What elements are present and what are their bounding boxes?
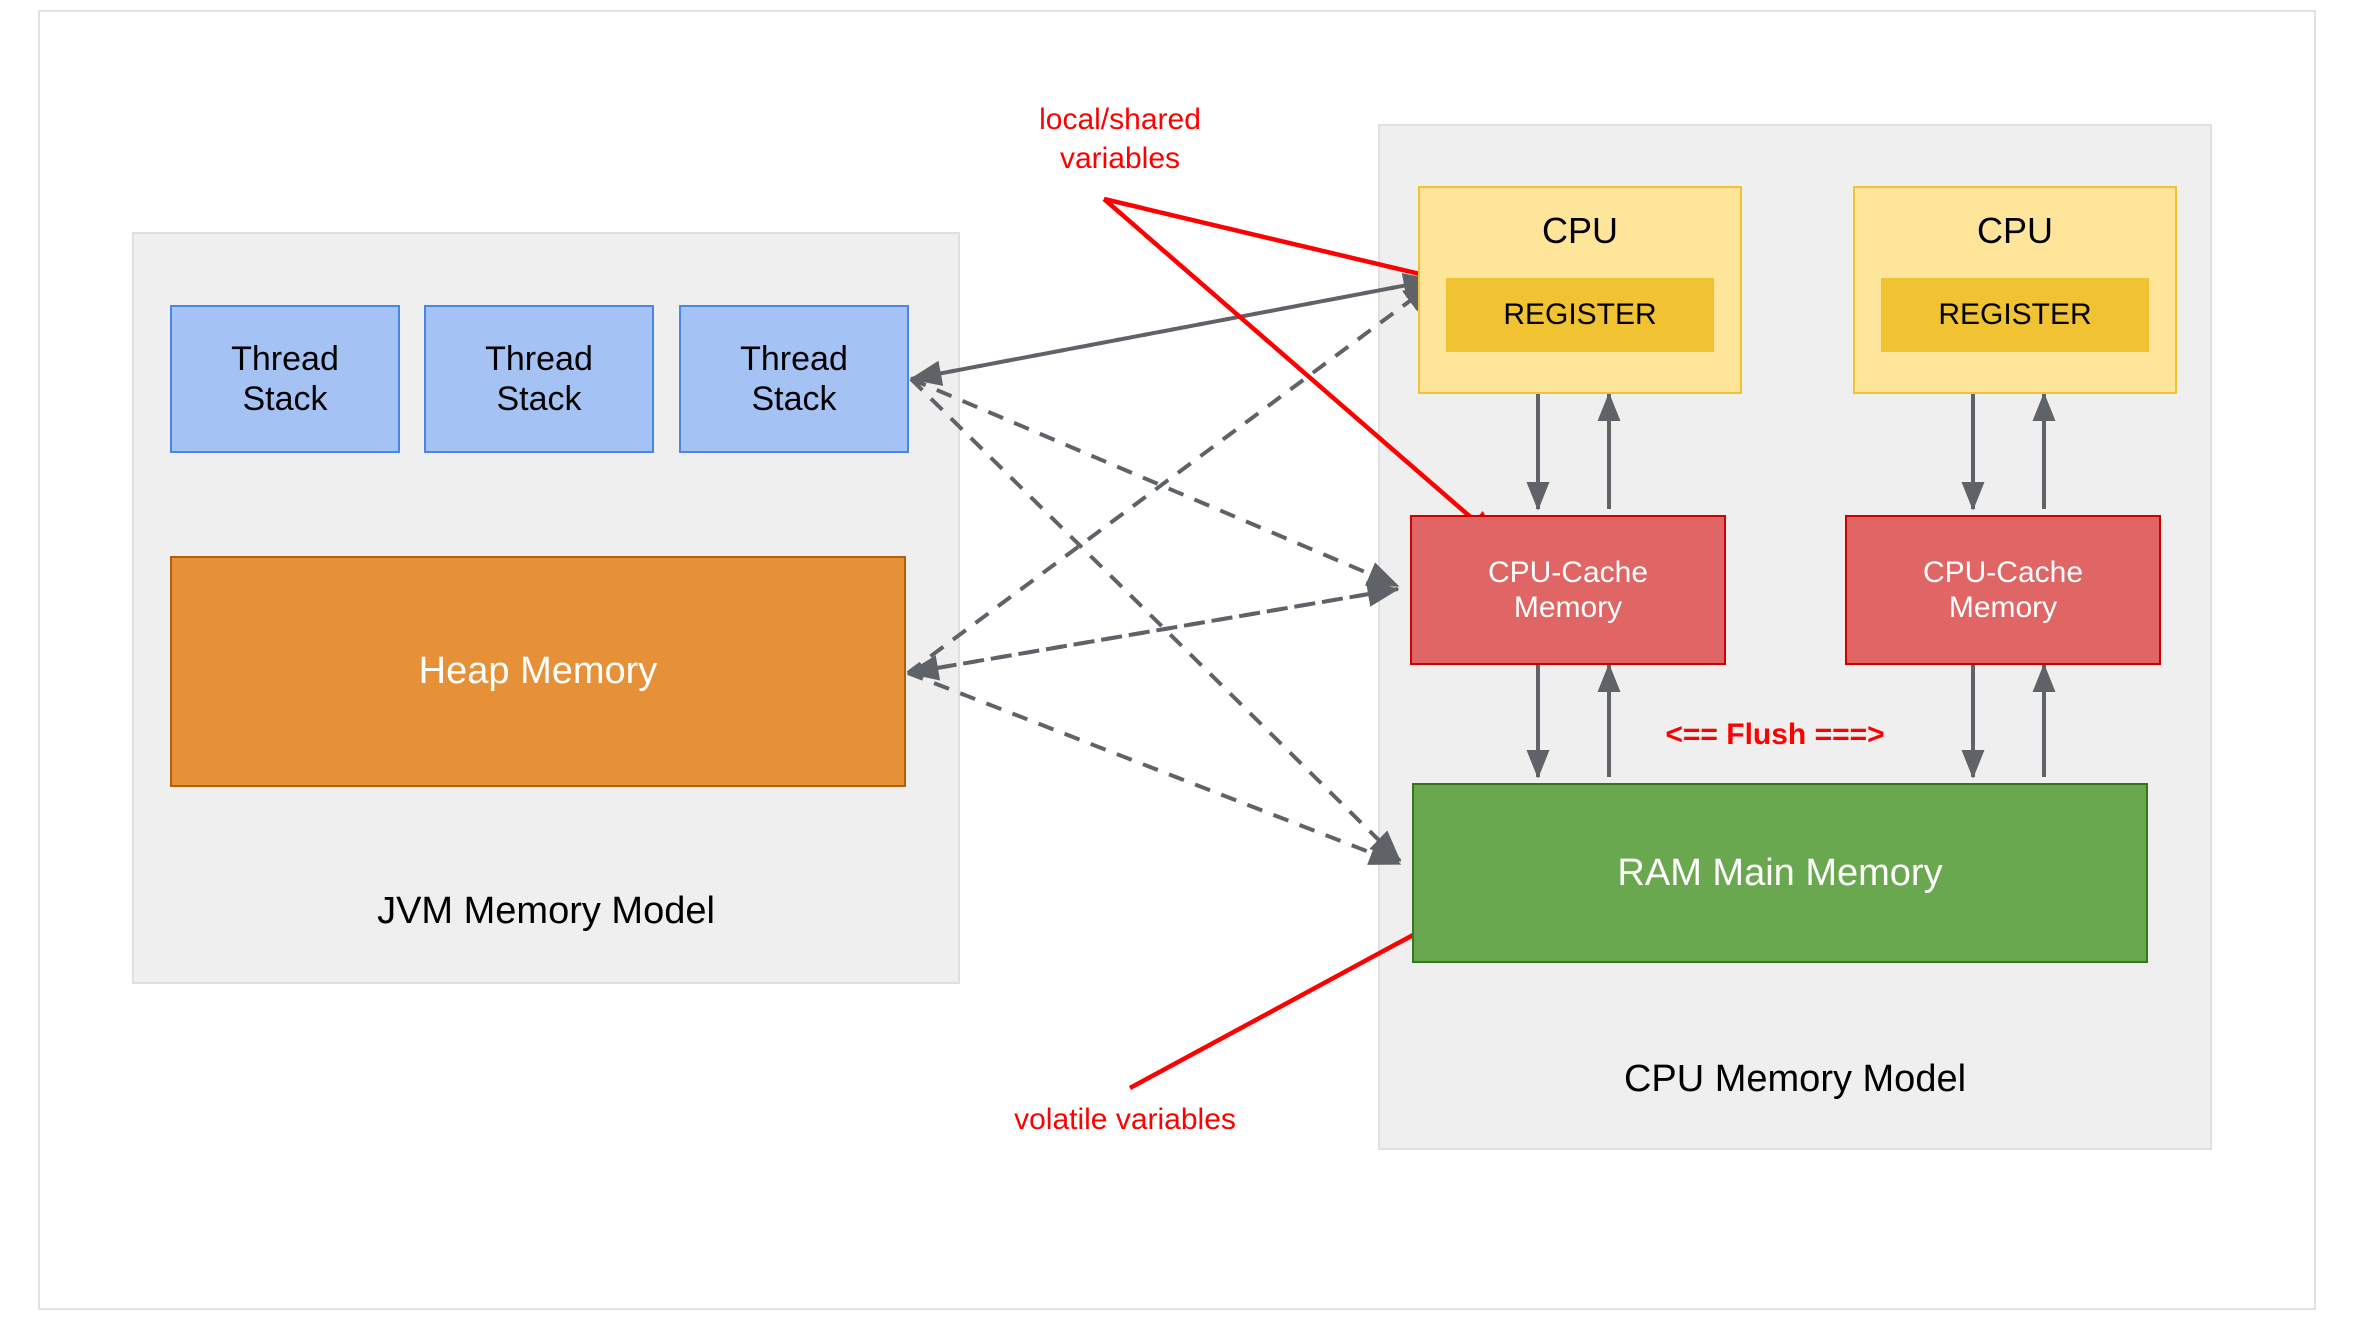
register-box-1[interactable]: REGISTER: [1446, 278, 1714, 352]
jvm-to-cpu-dashed-edges: [906, 273, 1436, 866]
annotation-volatile-variables: volatile variables: [1014, 1103, 1236, 1136]
edge-thread-to-cache: [910, 377, 1400, 588]
edge-heap-to-ram: [907, 671, 1402, 866]
jvm-memory-model-title: JVM Memory Model: [377, 890, 715, 932]
ram-main-memory-box[interactable]: RAM Main Memory: [1412, 783, 2148, 963]
thread-stack-box-3[interactable]: Thread Stack: [679, 305, 909, 453]
edge-cache-to-heap: [906, 587, 1399, 681]
edge-heap-to-register: [906, 281, 1436, 675]
flush-label: <== Flush ===>: [1665, 718, 1885, 751]
cpu-cache-memory-box-2[interactable]: CPU-Cache Memory: [1845, 515, 2161, 665]
edge-thread-to-register: [910, 273, 1436, 381]
thread-stack-box-2[interactable]: Thread Stack: [424, 305, 654, 453]
register-box-2[interactable]: REGISTER: [1881, 278, 2149, 352]
thread-stack-box-1[interactable]: Thread Stack: [170, 305, 400, 453]
cpu-cache-memory-box-1[interactable]: CPU-Cache Memory: [1410, 515, 1726, 665]
edge-thread-to-ram: [909, 377, 1402, 863]
edge-register-to-thread: [909, 278, 1435, 386]
cpu-memory-model-title: CPU Memory Model: [1623, 1058, 1967, 1100]
heap-memory-box[interactable]: Heap Memory: [170, 556, 906, 787]
edge-heap-to-cache: [907, 581, 1400, 675]
annotation-local-shared-variables: local/shared variables: [1039, 103, 1201, 175]
